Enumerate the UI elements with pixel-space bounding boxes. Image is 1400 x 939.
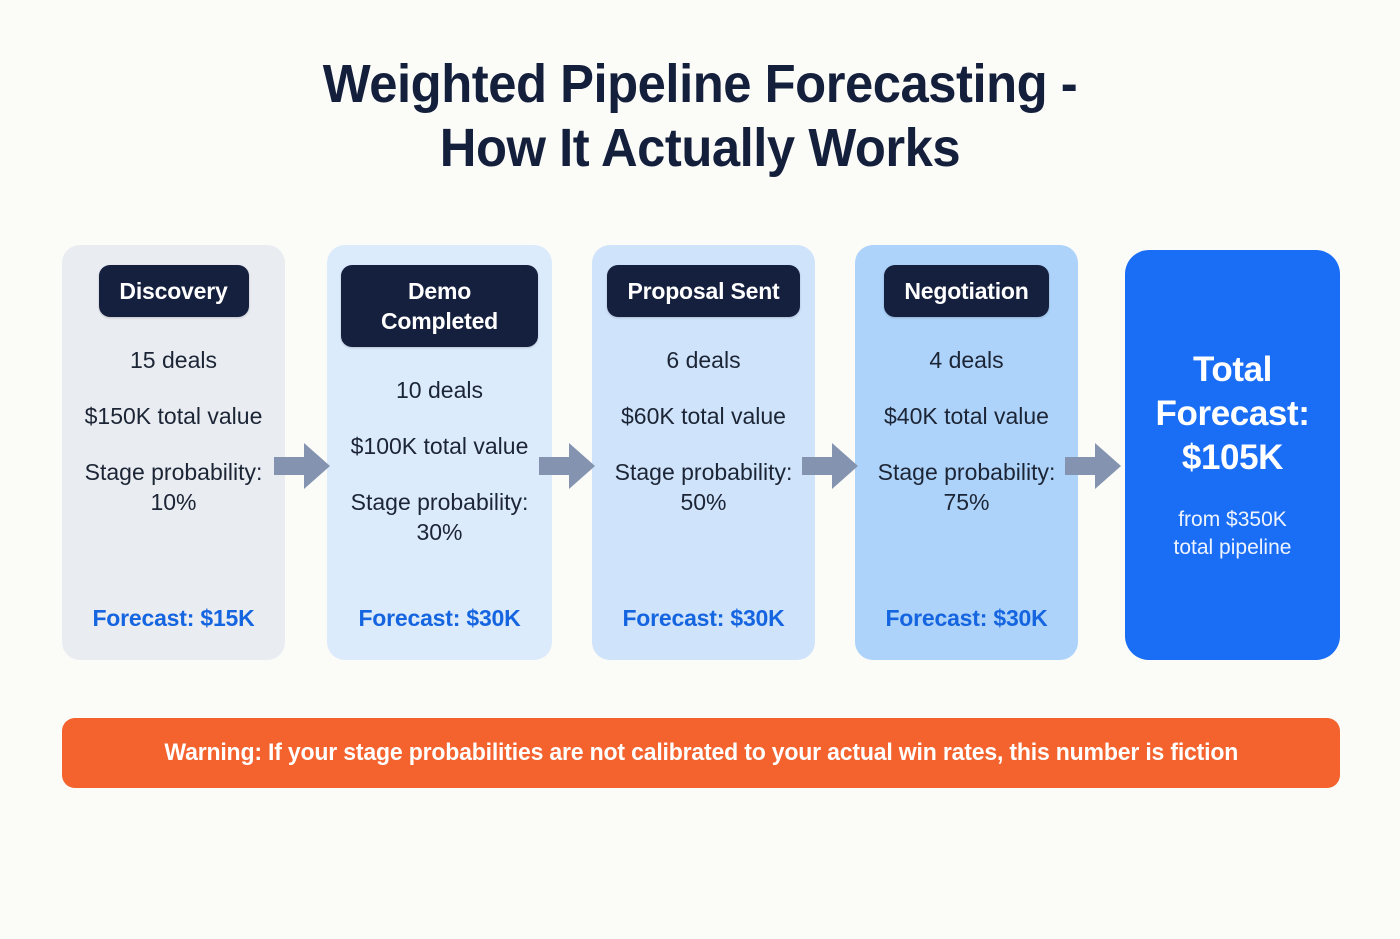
arrow-right-icon <box>274 443 330 489</box>
total-forecast-card[interactable]: Total Forecast: $105K from $350K total p… <box>1125 250 1340 660</box>
warning-banner: Warning: If your stage probabilities are… <box>62 718 1340 788</box>
stage-forecast: Forecast: $15K <box>92 605 255 631</box>
warning-banner-text: Warning: If your stage probabilities are… <box>164 739 1238 766</box>
page-title-line-2: How It Actually Works <box>439 118 961 178</box>
stage-deals-count: 10 deals <box>396 377 483 403</box>
stage-card-proposal-sent[interactable]: Proposal Sent 6 deals $60K total value S… <box>592 245 815 660</box>
arrow-right-icon <box>1065 443 1121 489</box>
stage-badge-discovery: Discovery <box>98 265 249 317</box>
total-pipeline-subtext-2: total pipeline <box>1173 536 1292 559</box>
stage-probability: Stage probability: 30% <box>350 489 529 545</box>
arrow-right-icon <box>539 443 595 489</box>
total-forecast-headline-1: Total <box>1192 350 1272 389</box>
stage-card-negotiation[interactable]: Negotiation 4 deals $40K total value Sta… <box>855 245 1078 660</box>
stage-probability: Stage probability: 50% <box>614 459 793 515</box>
stage-probability: Stage probability: 10% <box>84 459 263 515</box>
total-forecast-headline-2: Forecast: <box>1155 394 1310 433</box>
stage-deals-count: 4 deals <box>929 347 1004 373</box>
arrow-right-icon <box>802 443 858 489</box>
pipeline-stage-rail: Discovery 15 deals $150K total value Sta… <box>62 245 1340 660</box>
stage-deals-count: 6 deals <box>666 347 741 373</box>
total-forecast-headline-3: $105K <box>1181 438 1284 477</box>
stage-forecast: Forecast: $30K <box>622 605 785 631</box>
stage-total-value: $100K total value <box>350 433 529 459</box>
page-title: Weighted Pipeline Forecasting - How It A… <box>0 52 1400 180</box>
stage-badge-proposal-sent: Proposal Sent <box>607 265 800 317</box>
page-title-line-1: Weighted Pipeline Forecasting - <box>322 54 1078 114</box>
stage-forecast: Forecast: $30K <box>885 605 1048 631</box>
total-pipeline-subtext-1: from $350K <box>1178 508 1287 531</box>
stage-card-discovery[interactable]: Discovery 15 deals $150K total value Sta… <box>62 245 285 660</box>
stage-total-value: $40K total value <box>884 403 1049 429</box>
stage-total-value: $150K total value <box>84 403 263 429</box>
stage-card-demo-completed[interactable]: Demo Completed 10 deals $100K total valu… <box>327 245 552 660</box>
stage-badge-negotiation: Negotiation <box>884 265 1049 317</box>
stage-forecast: Forecast: $30K <box>358 605 521 631</box>
stage-total-value: $60K total value <box>621 403 786 429</box>
stage-probability: Stage probability: 75% <box>877 459 1056 515</box>
stage-deals-count: 15 deals <box>130 347 217 373</box>
stage-badge-demo-completed: Demo Completed <box>341 265 538 347</box>
